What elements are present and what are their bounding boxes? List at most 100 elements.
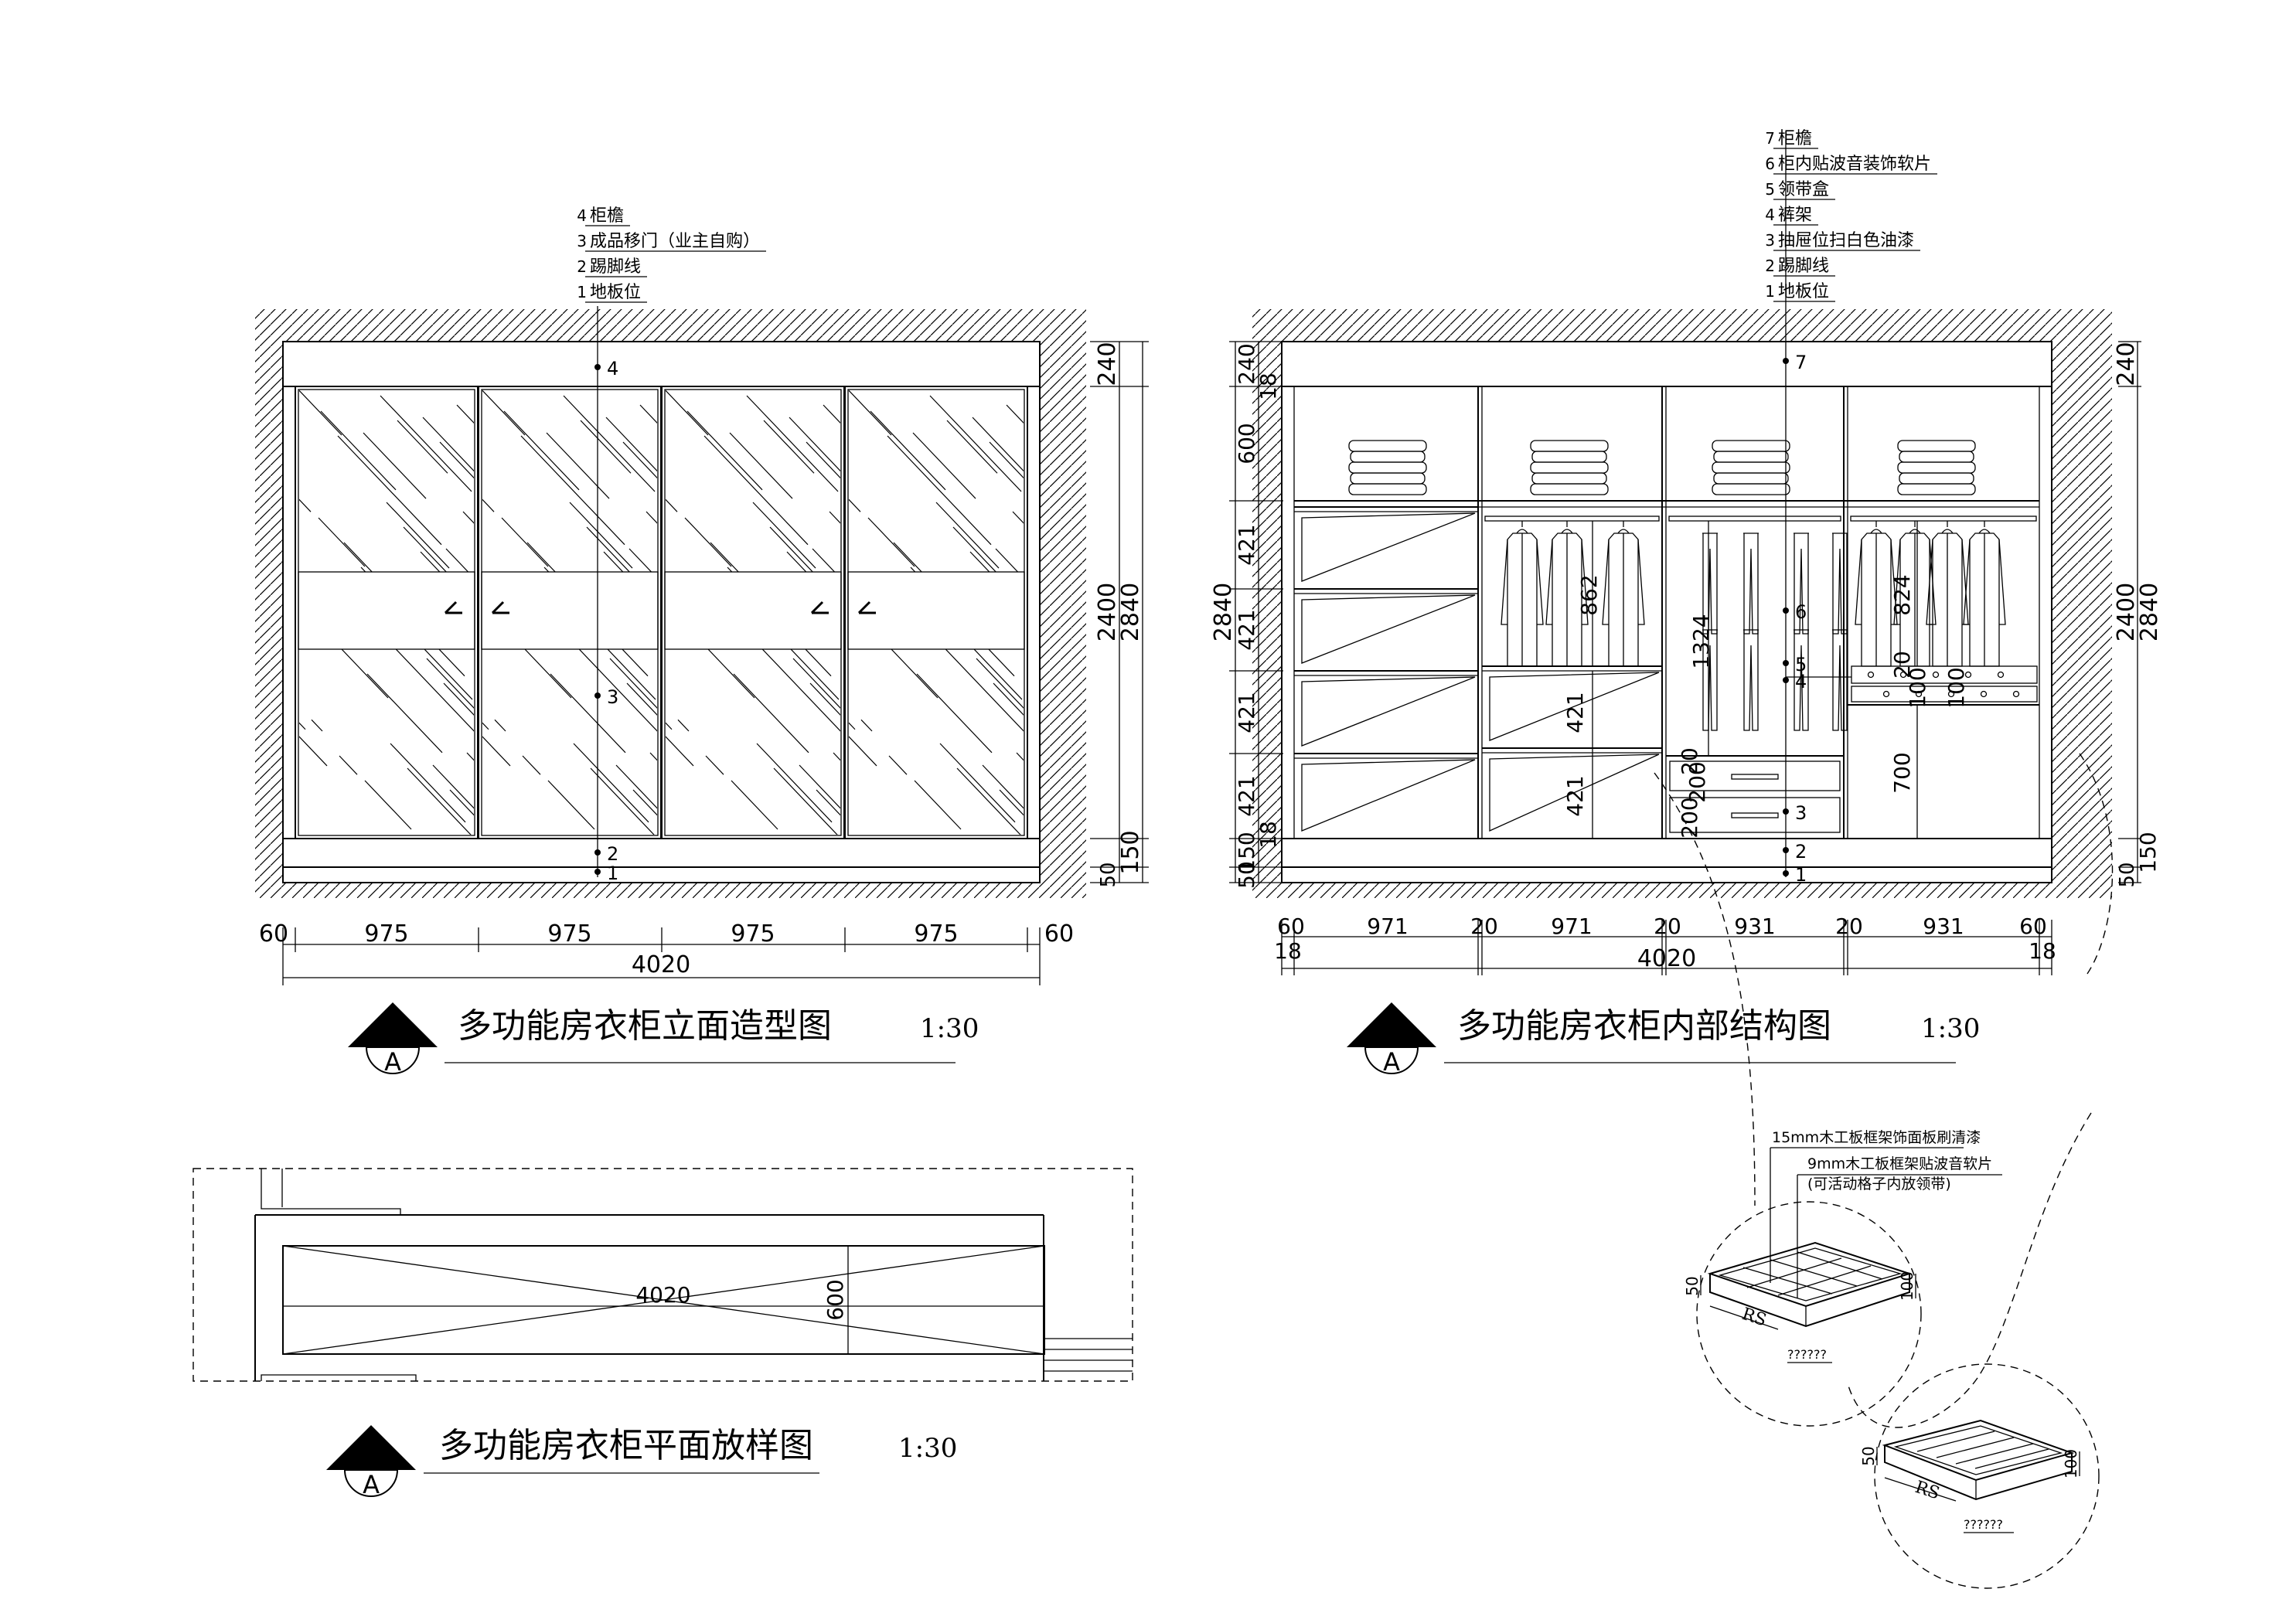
- sliding-door-1: [295, 386, 479, 839]
- svg-text:421: 421: [1562, 775, 1588, 816]
- svg-text:971: 971: [1367, 914, 1408, 939]
- drawer-upper: [1669, 760, 1841, 791]
- elevation-title: 多功能房衣柜立面造型图: [458, 1006, 832, 1046]
- svg-text:1: 1: [1765, 282, 1775, 301]
- svg-text:975: 975: [547, 920, 591, 948]
- interior-total-height-right: 2840: [2136, 583, 2163, 641]
- detail-note-2: 9mm木工板框架贴波音软片: [1807, 1155, 1992, 1172]
- svg-text:11: 11: [378, 1020, 407, 1047]
- svg-text:50: 50: [1097, 862, 1120, 887]
- svg-text:931: 931: [1923, 914, 1964, 939]
- detail-circle-trouser-rack: [1874, 1363, 2100, 1589]
- elevation-wall-top: [255, 309, 1086, 342]
- svg-text:421: 421: [1234, 524, 1259, 565]
- svg-text:20: 20: [1654, 914, 1681, 939]
- section-symbol: 11 A: [1347, 1002, 1436, 1077]
- svg-text:150: 150: [1234, 832, 1259, 873]
- elevation-wall-right: [1040, 342, 1086, 883]
- svg-text:2: 2: [577, 257, 587, 276]
- svg-text:60: 60: [1277, 914, 1305, 939]
- sliding-door-4: [844, 386, 1028, 839]
- section-symbol: 11 A: [348, 1002, 438, 1077]
- svg-text:421: 421: [1234, 609, 1259, 650]
- tie-box: [1851, 665, 2038, 684]
- svg-text:2400: 2400: [1094, 583, 1121, 641]
- elevation-floor: [255, 883, 1086, 898]
- marker-1: 1: [607, 863, 618, 884]
- trouser-rack-detail: 50 100 RS ??????: [1859, 1419, 2080, 1533]
- marker-2: 2: [607, 843, 618, 865]
- svg-text:18: 18: [1274, 938, 1302, 964]
- svg-text:100: 100: [2062, 1449, 2080, 1478]
- detail-note-3: (可活动格子内放领带): [1807, 1176, 1951, 1193]
- svg-text:100: 100: [1905, 667, 1930, 708]
- door-handle-icon: [444, 601, 462, 614]
- svg-text:3: 3: [577, 232, 587, 250]
- door-handle-icon: [491, 601, 509, 614]
- detail-caption-2: ??????: [1964, 1517, 2003, 1532]
- sliding-door-2: [478, 386, 662, 839]
- marker-3: 3: [1795, 802, 1807, 824]
- svg-text:4: 4: [577, 206, 587, 225]
- elevation-total-width: 4020: [632, 951, 690, 978]
- svg-text:60: 60: [259, 920, 288, 948]
- note-1: 地板位: [1778, 282, 1829, 301]
- svg-text:240: 240: [1234, 343, 1259, 384]
- svg-text:971: 971: [1551, 914, 1592, 939]
- svg-text:600: 600: [1234, 423, 1259, 464]
- svg-text:1: 1: [577, 283, 587, 301]
- svg-text:50: 50: [2116, 862, 2139, 887]
- svg-text:6: 6: [1765, 155, 1775, 173]
- interior-title: 多功能房衣柜内部结构图: [1457, 1006, 1831, 1046]
- note-4: 柜檐: [590, 206, 624, 226]
- marker-6: 6: [1795, 601, 1807, 623]
- elevation-cabinet-outline: [282, 341, 1041, 883]
- svg-text:931: 931: [1734, 914, 1775, 939]
- marker-4: 4: [1795, 671, 1807, 692]
- plan-view: 4020 600 11 A 多功能房衣柜平面放样图 1:30: [192, 1168, 1133, 1499]
- svg-text:421: 421: [1234, 692, 1259, 733]
- svg-text:100: 100: [1898, 1271, 1916, 1301]
- interior-total-width: 4020: [1637, 945, 1696, 972]
- svg-text:7: 7: [1765, 129, 1775, 148]
- marker-5: 5: [1795, 654, 1807, 675]
- svg-text:20: 20: [1677, 747, 1702, 775]
- svg-text:2400: 2400: [2113, 583, 2140, 641]
- note-3: 抽屉位扫白色油漆: [1778, 231, 1914, 250]
- svg-text:18: 18: [1255, 373, 1281, 400]
- svg-text:60: 60: [1044, 920, 1074, 948]
- svg-text:150: 150: [2135, 832, 2161, 873]
- hanging-rails: [1484, 515, 2037, 522]
- svg-text:18: 18: [2029, 938, 2056, 964]
- note-3: 成品移门（业主自购）: [590, 232, 760, 251]
- svg-text:RS: RS: [1913, 1478, 1942, 1504]
- svg-text:240: 240: [2113, 342, 2140, 386]
- svg-text:20: 20: [1889, 651, 1915, 679]
- detail-circle-tie-box: [1696, 1201, 1922, 1427]
- svg-text:A: A: [363, 1470, 380, 1499]
- note-2: 踢脚线: [590, 257, 641, 277]
- note-2: 踢脚线: [1778, 257, 1829, 276]
- svg-text:2: 2: [1765, 257, 1775, 275]
- interior-scale: 1:30: [1921, 1013, 1980, 1044]
- door-handle-icon: [857, 601, 876, 614]
- svg-text:200: 200: [1677, 797, 1702, 838]
- svg-text:700: 700: [1889, 752, 1915, 793]
- interior-title-block: 11 A 多功能房衣柜内部结构图 1:30: [1347, 1002, 1980, 1077]
- svg-text:975: 975: [364, 920, 408, 948]
- svg-text:862: 862: [1576, 574, 1602, 615]
- trouser-rack: [1851, 686, 2038, 703]
- plan-title-block: 11 A 多功能房衣柜平面放样图 1:30: [326, 1425, 957, 1499]
- svg-text:200: 200: [1685, 761, 1710, 802]
- svg-text:50: 50: [1234, 861, 1259, 889]
- svg-text:11: 11: [1377, 1020, 1406, 1047]
